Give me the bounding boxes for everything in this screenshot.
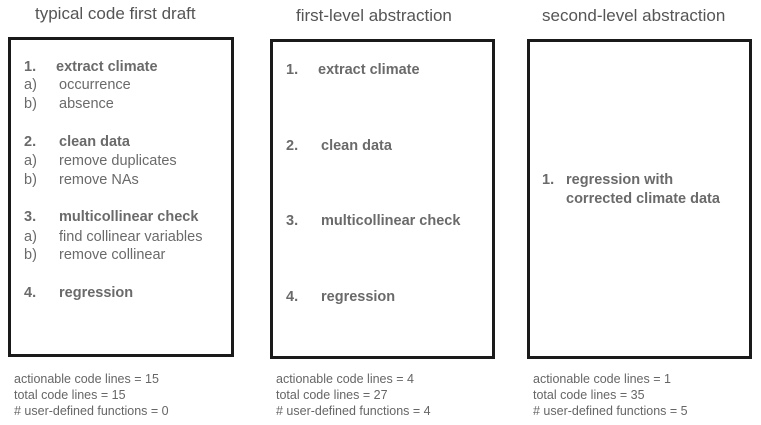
sub-step-text: remove collinear — [59, 247, 166, 263]
step-number: 2. — [24, 134, 37, 150]
sub-step-text: occurrence — [59, 77, 131, 93]
column-title-first-draft: typical code first draft — [35, 4, 196, 23]
sub-step-letter: a) — [24, 229, 37, 245]
stats-first-draft: actionable code lines = 15 total code li… — [14, 371, 169, 419]
sub-step-letter: b) — [24, 96, 37, 112]
panel-second-level — [527, 39, 752, 359]
sub-step-letter: b) — [24, 172, 37, 188]
stat-user-functions: # user-defined functions = 0 — [14, 404, 169, 418]
step-number: 4. — [286, 289, 299, 305]
step-title: multicollinear check — [321, 213, 461, 229]
stats-first-level: actionable code lines = 4 total code lin… — [276, 371, 431, 419]
column-title-second-level: second-level abstraction — [542, 6, 726, 25]
step-title: extract climate — [56, 59, 158, 75]
step-number: 4. — [24, 285, 37, 301]
step-title: clean data — [59, 134, 130, 150]
step-title: regression — [59, 285, 134, 301]
column-title-first-level: first-level abstraction — [296, 6, 452, 25]
stat-total-lines: total code lines = 27 — [276, 388, 388, 402]
step-number: 1. — [286, 62, 299, 78]
step-number: 2. — [286, 138, 299, 154]
panel-first-level — [270, 39, 495, 359]
stat-user-functions: # user-defined functions = 5 — [533, 404, 688, 418]
sub-step-letter: a) — [24, 153, 37, 169]
step-title-line-2: corrected climate data — [566, 191, 720, 207]
stat-total-lines: total code lines = 35 — [533, 388, 645, 402]
sub-step-text: find collinear variables — [59, 229, 203, 245]
step-number: 3. — [24, 209, 37, 225]
step-title: clean data — [321, 138, 392, 154]
stat-user-functions: # user-defined functions = 4 — [276, 404, 431, 418]
sub-step-text: absence — [59, 96, 114, 112]
sub-step-text: remove duplicates — [59, 153, 177, 169]
stat-total-lines: total code lines = 15 — [14, 388, 126, 402]
step-title-line-1: regression with — [566, 172, 674, 188]
step-number: 1. — [24, 59, 37, 75]
sub-step-letter: a) — [24, 77, 37, 93]
sub-step-letter: b) — [24, 247, 37, 263]
step-number: 3. — [286, 213, 299, 229]
stat-actionable-lines: actionable code lines = 1 — [533, 372, 671, 386]
stats-second-level: actionable code lines = 1 total code lin… — [533, 371, 688, 419]
step-title: multicollinear check — [59, 209, 199, 225]
stat-actionable-lines: actionable code lines = 4 — [276, 372, 414, 386]
sub-step-text: remove NAs — [59, 172, 139, 188]
stat-actionable-lines: actionable code lines = 15 — [14, 372, 159, 386]
step-number: 1. — [542, 172, 555, 188]
panel-first-draft — [8, 37, 234, 357]
step-title: regression — [321, 289, 396, 305]
step-title: extract climate — [318, 62, 420, 78]
